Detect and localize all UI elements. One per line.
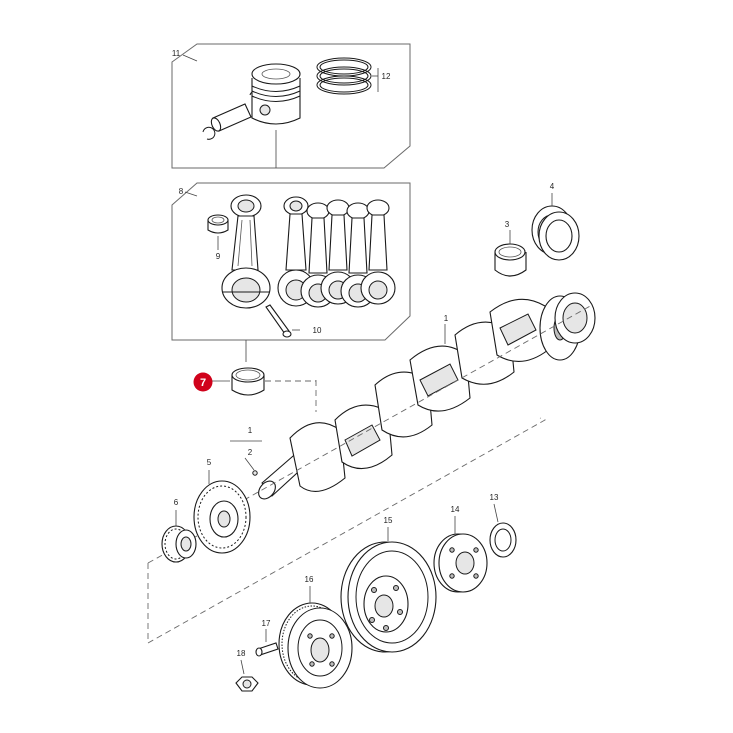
crankshaft-gear bbox=[193, 480, 251, 554]
circlip bbox=[202, 126, 216, 140]
small-end-bushing bbox=[207, 214, 229, 234]
thrust-bearing bbox=[531, 205, 580, 261]
callout-15: 15 bbox=[384, 516, 393, 525]
callout-11: 11 bbox=[172, 49, 181, 58]
piston bbox=[251, 63, 301, 125]
main-bearing bbox=[494, 243, 527, 277]
callout-2: 2 bbox=[248, 448, 253, 457]
callout-labels: 11 12 8 9 10 4 3 1 1 2 5 6 13 14 15 16 1… bbox=[172, 49, 555, 658]
callout-4: 4 bbox=[550, 182, 555, 191]
oil-pump-drive-gear bbox=[161, 525, 197, 563]
connecting-rod-group bbox=[171, 182, 411, 341]
callout-1-key: 1 bbox=[248, 426, 253, 435]
piston-ring-set bbox=[316, 57, 372, 95]
callout-13: 13 bbox=[490, 493, 499, 502]
callout-14: 14 bbox=[451, 505, 460, 514]
seal-ring bbox=[489, 522, 517, 558]
connecting-rod-bolt bbox=[265, 304, 292, 338]
crankshaft-rear-flange bbox=[539, 292, 596, 361]
callout-5: 5 bbox=[207, 458, 212, 467]
vibration-damper bbox=[340, 541, 437, 653]
callout-3: 3 bbox=[505, 220, 510, 229]
connecting-rod-set bbox=[277, 196, 396, 308]
callout-17: 17 bbox=[262, 619, 271, 628]
callout-18: 18 bbox=[237, 649, 246, 658]
highlight-label: 7 bbox=[200, 377, 206, 389]
pulley-nut bbox=[235, 676, 259, 692]
callout-1: 1 bbox=[444, 314, 449, 323]
callout-8: 8 bbox=[179, 187, 184, 196]
connecting-rod-bearing bbox=[231, 367, 265, 396]
piston-assembly-group bbox=[171, 43, 411, 169]
crankshaft bbox=[243, 292, 596, 501]
callout-10: 10 bbox=[313, 326, 322, 335]
callout-6: 6 bbox=[174, 498, 179, 507]
crankshaft-pulley bbox=[278, 602, 353, 689]
highlight-callout-7[interactable]: 7 bbox=[193, 372, 213, 392]
callout-12: 12 bbox=[382, 72, 391, 81]
callout-16: 16 bbox=[305, 575, 314, 584]
pulley-hub bbox=[433, 533, 488, 593]
crankshaft-key bbox=[230, 440, 262, 476]
connecting-rod bbox=[221, 194, 271, 309]
pulley-bolt bbox=[255, 642, 279, 657]
callout-9: 9 bbox=[216, 252, 221, 261]
piston-pin bbox=[210, 103, 252, 132]
